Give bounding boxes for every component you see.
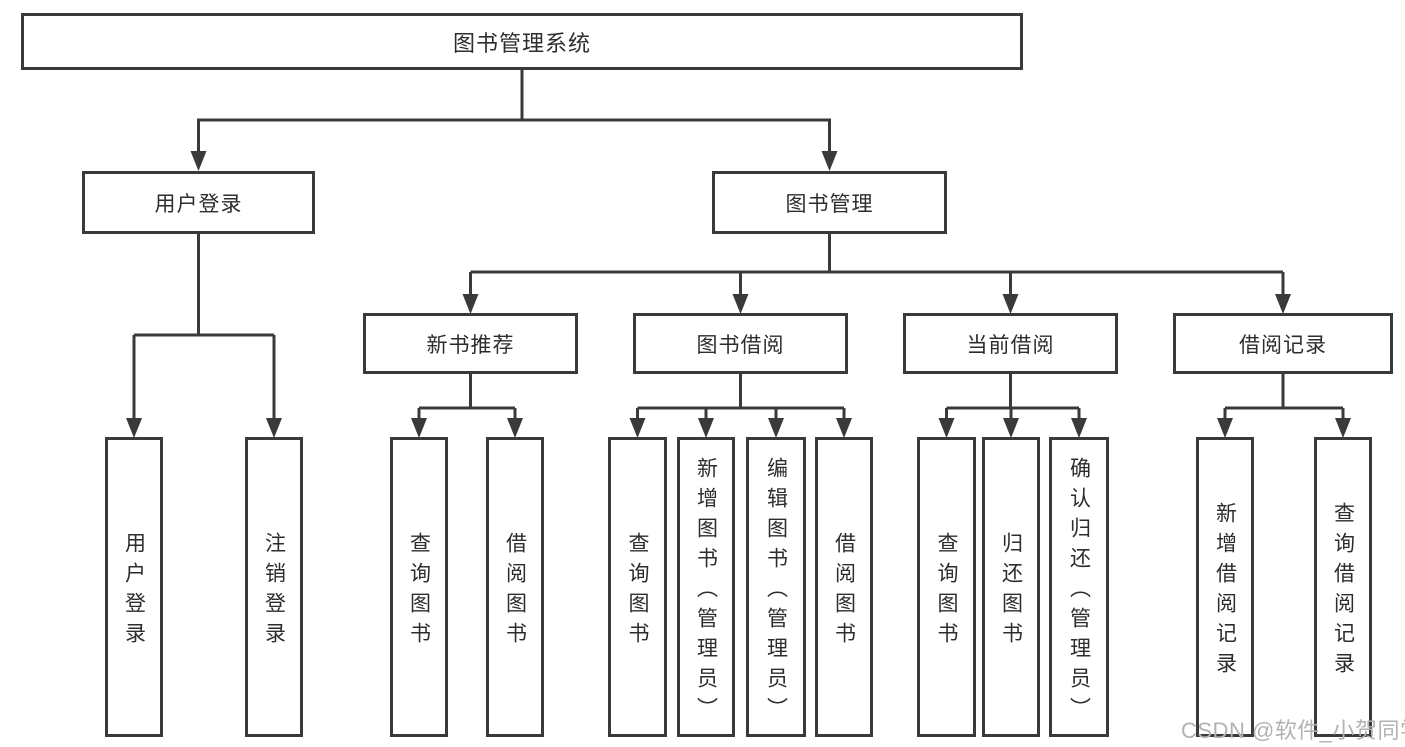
leaf-query-books-3: 查询图书 — [917, 437, 976, 737]
leaf-label: 确认归还（管理员） — [1067, 456, 1091, 727]
node-book-management: 图书管理 — [712, 171, 947, 234]
leaf-label: 注销登录 — [262, 531, 286, 652]
arrowhead — [190, 151, 207, 171]
csdn-watermark: CSDN @软件_小贺同学 — [1181, 718, 1405, 743]
arrowhead — [1217, 418, 1233, 438]
arrowhead — [821, 151, 838, 171]
arrowhead — [1002, 294, 1019, 314]
arrowhead — [462, 294, 479, 314]
arrowhead — [938, 418, 955, 438]
leaf-add-books-admin: 新增图书（管理员） — [677, 437, 735, 737]
arrowhead — [629, 418, 646, 438]
node-new-book-recommend: 新书推荐 — [363, 313, 578, 374]
arrowhead — [411, 418, 427, 438]
leaf-label: 借阅图书 — [832, 531, 856, 652]
node-book-borrow: 图书借阅 — [633, 313, 848, 374]
node-book-management-system: 图书管理系统 — [21, 13, 1023, 70]
arrowhead — [732, 294, 749, 314]
arrowhead — [1003, 418, 1019, 438]
leaf-label: 归还图书 — [999, 531, 1023, 652]
arrowhead — [768, 418, 784, 438]
leaf-confirm-return-admin: 确认归还（管理员） — [1049, 437, 1109, 737]
leaf-user-login: 用户登录 — [105, 437, 163, 737]
arrowhead — [698, 418, 714, 438]
node-borrow-records: 借阅记录 — [1173, 313, 1393, 374]
arrowhead — [1275, 294, 1291, 314]
arrowhead — [1071, 418, 1087, 438]
leaf-label: 查询图书 — [935, 531, 958, 652]
leaf-query-books-2: 查询图书 — [608, 437, 667, 737]
leaf-label: 查询图书 — [626, 531, 649, 652]
leaf-label: 编辑图书（管理员） — [764, 456, 788, 727]
arrowhead — [836, 418, 852, 438]
leaf-label: 用户登录 — [122, 531, 146, 652]
arrowhead — [507, 418, 523, 438]
leaf-query-borrow-record: 查询借阅记录 — [1314, 437, 1372, 737]
node-current-borrow: 当前借阅 — [903, 313, 1118, 374]
node-user-login: 用户登录 — [82, 171, 315, 234]
leaf-return-books: 归还图书 — [982, 437, 1040, 737]
leaf-logout: 注销登录 — [245, 437, 303, 737]
leaf-label: 查询图书 — [407, 531, 431, 652]
leaf-borrow-books-2: 借阅图书 — [815, 437, 873, 737]
leaf-borrow-books-1: 借阅图书 — [486, 437, 544, 737]
arrowhead — [126, 418, 142, 438]
leaf-label: 新增借阅记录 — [1213, 501, 1237, 682]
arrowhead — [1335, 418, 1351, 438]
leaf-query-books-1: 查询图书 — [390, 437, 448, 737]
leaf-label: 查询借阅记录 — [1331, 501, 1355, 682]
arrowhead — [266, 418, 282, 438]
leaf-edit-books-admin: 编辑图书（管理员） — [746, 437, 806, 737]
leaf-label: 借阅图书 — [503, 531, 527, 652]
leaf-label: 新增图书（管理员） — [694, 456, 718, 727]
leaf-add-borrow-record: 新增借阅记录 — [1196, 437, 1254, 737]
